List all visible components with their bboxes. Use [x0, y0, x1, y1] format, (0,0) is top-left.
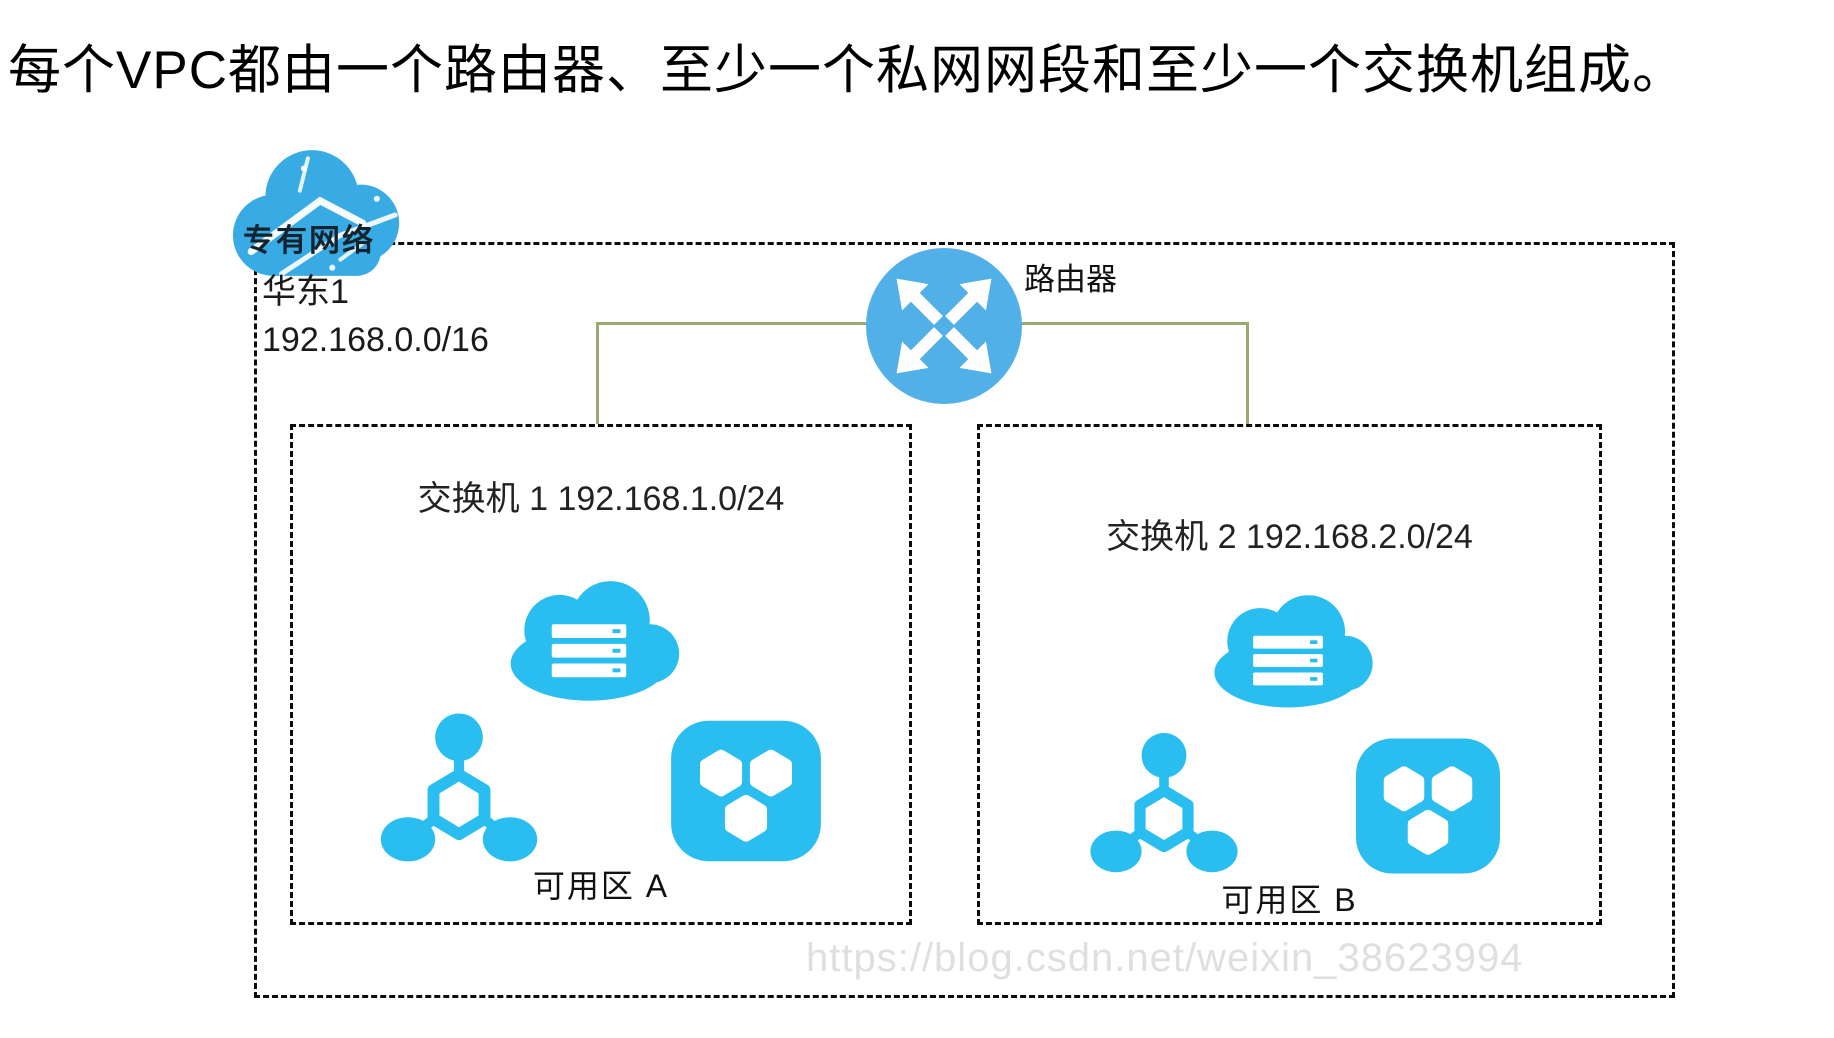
security-group-icon	[665, 713, 827, 869]
region-name: 华东1	[262, 273, 349, 311]
cloud-server-icon	[491, 575, 687, 703]
vpc-label: 专有网络	[243, 223, 375, 258]
watermark: https://blog.csdn.net/weixin_38623994	[806, 936, 1524, 980]
connector-line-left	[596, 322, 599, 425]
router-icon	[866, 248, 1022, 404]
region-info: 华东1 192.168.0.0/16	[262, 268, 489, 364]
zone-b-box: 交换机 2 192.168.2.0/24	[977, 424, 1602, 925]
network-nodes-icon	[357, 705, 561, 875]
zone-b-label: 可用区 B	[1221, 882, 1358, 918]
network-nodes-icon	[1068, 725, 1260, 885]
router-label: 路由器	[1024, 262, 1117, 297]
vpc-cloud-icon	[210, 138, 414, 290]
connector-line-right	[1246, 322, 1249, 425]
security-group-icon	[1348, 731, 1508, 881]
page-title: 每个VPC都由一个路由器、至少一个私网网段和至少一个交换机组成。	[8, 41, 1686, 100]
zone-a-box: 交换机 1 192.168.1.0/24	[290, 424, 912, 925]
zone-a-label: 可用区 A	[532, 868, 670, 904]
cloud-server-icon	[1196, 589, 1380, 710]
switch-2-label: 交换机 2 192.168.2.0/24	[1106, 518, 1473, 556]
vpc-cidr: 192.168.0.0/16	[262, 321, 489, 359]
switch-1-label: 交换机 1 192.168.1.0/24	[417, 480, 785, 518]
